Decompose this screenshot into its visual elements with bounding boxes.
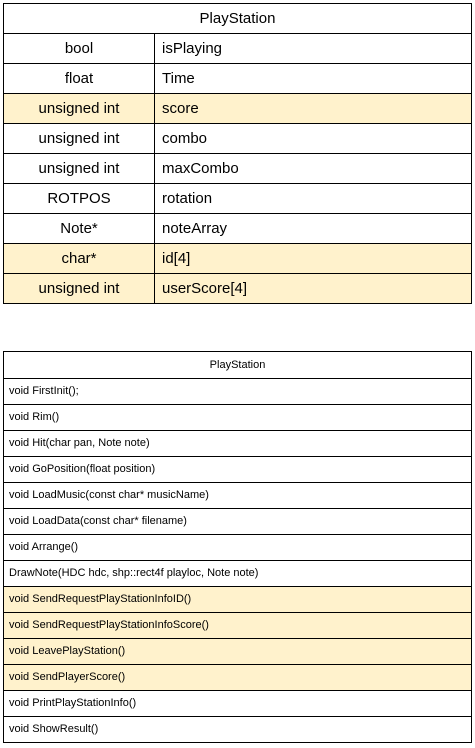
field-name: noteArray	[162, 220, 228, 237]
field-name: maxCombo	[162, 160, 239, 177]
field-row: ROTPOS rotation	[4, 184, 471, 214]
method-row: void FirstInit();	[4, 379, 471, 405]
method-row: void Rim()	[4, 405, 471, 431]
field-type: Note*	[4, 214, 155, 243]
field-row: bool isPlaying	[4, 34, 471, 64]
method-row: void ShowResult()	[9, 723, 99, 735]
method-row: DrawNote(HDC hdc, shp::rect4f playloc, N…	[4, 561, 471, 587]
field-name: Time	[162, 70, 195, 87]
method-row: void Hit(char pan, Note note)	[4, 431, 471, 457]
method-row: void GoPosition(float position)	[4, 457, 471, 483]
field-name: isPlaying	[162, 40, 223, 57]
field-name: combo	[162, 130, 208, 147]
field-type: unsigned int	[4, 274, 155, 303]
method-row: void LoadData(const char* filename)	[4, 509, 471, 535]
field-type: unsigned int	[4, 124, 155, 153]
field-type: ROTPOS	[4, 184, 155, 213]
field-type: unsigned int	[4, 154, 155, 183]
field-name: score	[162, 100, 199, 117]
fields-table: PlayStation bool isPlaying float Time unsign…	[3, 3, 472, 304]
method-row: void Arrange()	[4, 535, 471, 561]
field-name: userScore[4]	[162, 280, 248, 297]
methods-table: PlayStation void FirstInit();void Rim()v…	[3, 351, 472, 743]
method-row: void SendRequestPlayStationInfoScore()	[4, 613, 471, 639]
field-row: unsigned int combo	[4, 124, 471, 154]
field-type: char*	[4, 244, 155, 273]
methods-table-body: void FirstInit();void Rim()void Hit(char…	[4, 379, 471, 742]
method-row: void LeavePlayStation()	[4, 639, 471, 665]
field-type: bool	[4, 34, 155, 63]
field-row: char* id[4]	[4, 244, 471, 274]
fields-table-title: PlayStation	[4, 4, 471, 34]
methods-table-title: PlayStation	[4, 352, 471, 379]
field-name: rotation	[162, 190, 213, 207]
method-row: void PrintPlayStationInfo()	[4, 691, 471, 717]
method-row: void SendPlayerScore()	[4, 665, 471, 691]
field-name: id[4]	[162, 250, 191, 267]
method-row: void LoadMusic(const char* musicName)	[4, 483, 471, 509]
field-row: unsigned int score	[4, 94, 471, 124]
field-row: unsigned int userScore[4]	[4, 274, 471, 303]
method-row: void SendRequestPlayStationInfoID()	[4, 587, 471, 613]
field-type: float	[4, 64, 155, 93]
field-row: Note* noteArray	[4, 214, 471, 244]
field-row: float Time	[4, 64, 471, 94]
field-row: unsigned int maxCombo	[4, 154, 471, 184]
field-type: unsigned int	[4, 94, 155, 123]
